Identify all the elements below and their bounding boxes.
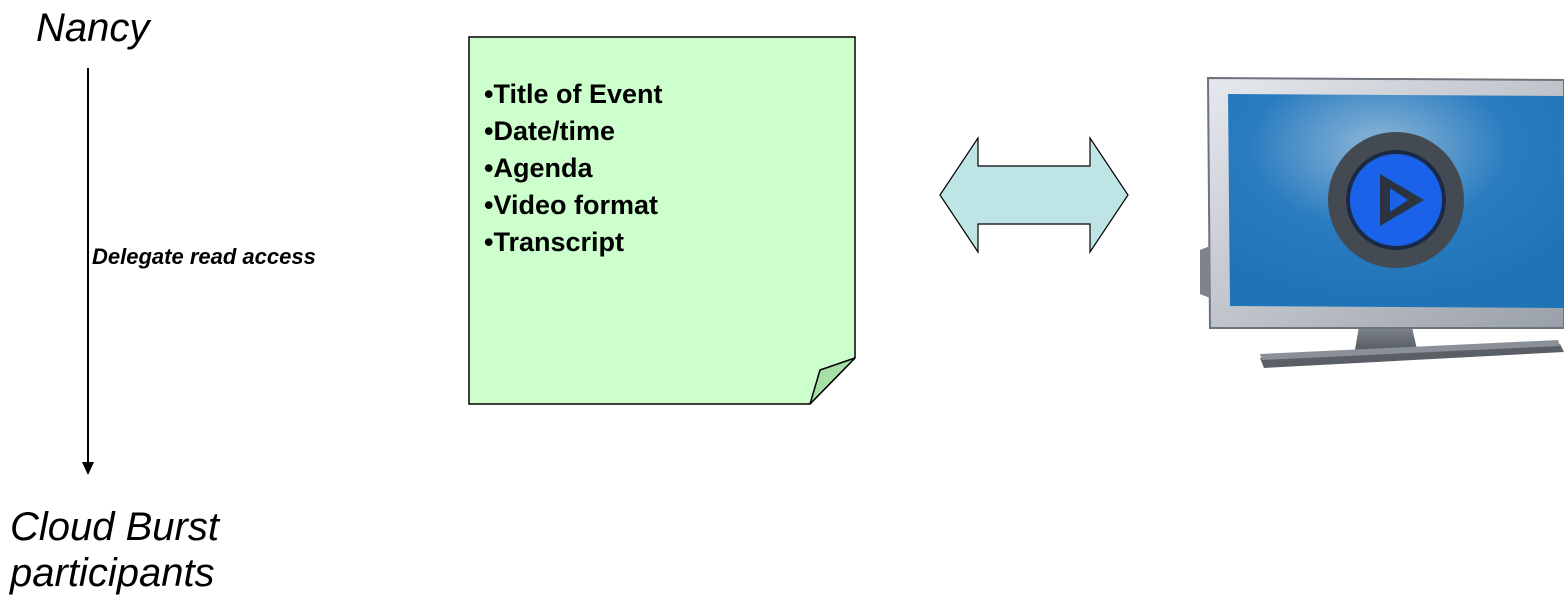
note-item: Date/time [484,113,662,150]
edge-label: Delegate read access [92,244,316,269]
target-label: Cloud Burst participants [10,504,219,596]
target-label-line-2: participants [10,551,215,595]
source-label: Nancy [36,6,150,50]
event-note: Title of Event Date/time Agenda Video fo… [468,36,860,408]
note-item: Video format [484,187,662,224]
video-monitor-icon [1200,76,1564,368]
arrow-line [87,68,89,464]
target-label-line-1: Cloud Burst [10,505,219,549]
note-item: Agenda [484,150,662,187]
double-arrow-icon [939,136,1129,254]
note-item: Transcript [484,224,662,261]
note-list: Title of Event Date/time Agenda Video fo… [484,76,662,261]
arrow-head [82,462,94,475]
note-item: Title of Event [484,76,662,113]
